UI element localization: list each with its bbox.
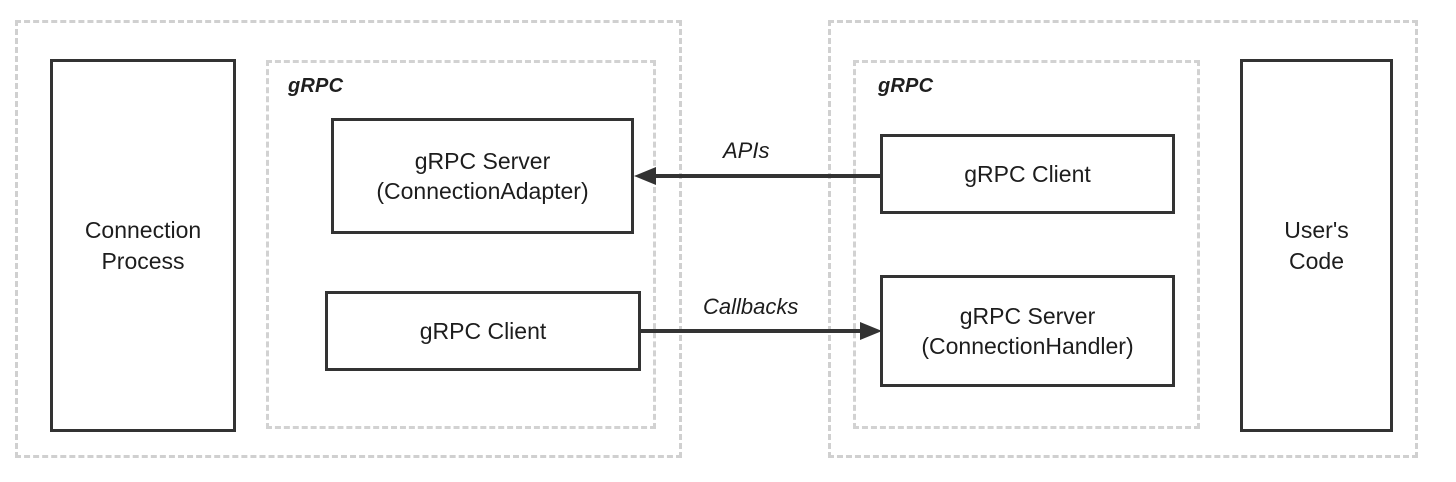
user-side-container: [828, 20, 1418, 458]
node-grpc-server-connection-adapter-label: gRPC Server (ConnectionAdapter): [376, 147, 589, 204]
grpc-left-container: [266, 60, 656, 429]
callbacks-edge-label: Callbacks: [703, 294, 799, 319]
node-grpc-server-connection-adapter[interactable]: gRPC Server (ConnectionAdapter): [331, 118, 634, 234]
node-grpc-server-connection-handler-label: gRPC Server (ConnectionHandler): [921, 302, 1134, 359]
node-grpc-server-connection-handler[interactable]: gRPC Server (ConnectionHandler): [880, 275, 1175, 387]
grpc-left-label: gRPC: [288, 75, 344, 97]
grpc-right-label: gRPC: [878, 75, 934, 97]
apis-edge-label: APIs: [723, 138, 770, 163]
apis-arrow: [634, 167, 880, 185]
node-grpc-client-left[interactable]: gRPC Client: [325, 291, 641, 371]
node-grpc-client-right-label: gRPC Client: [964, 160, 1091, 187]
node-users-code-label: User's Code: [1284, 217, 1349, 274]
node-users-code[interactable]: User's Code: [1240, 59, 1393, 432]
connection-side-container: [15, 20, 682, 458]
node-grpc-client-left-label: gRPC Client: [419, 317, 547, 344]
grpc-right-container: [853, 60, 1200, 429]
node-connection-process[interactable]: Connection Process: [50, 59, 236, 432]
callbacks-arrow: [638, 322, 882, 340]
node-grpc-client-right[interactable]: gRPC Client: [880, 134, 1175, 214]
node-connection-process-label: Connection Process: [84, 217, 202, 274]
